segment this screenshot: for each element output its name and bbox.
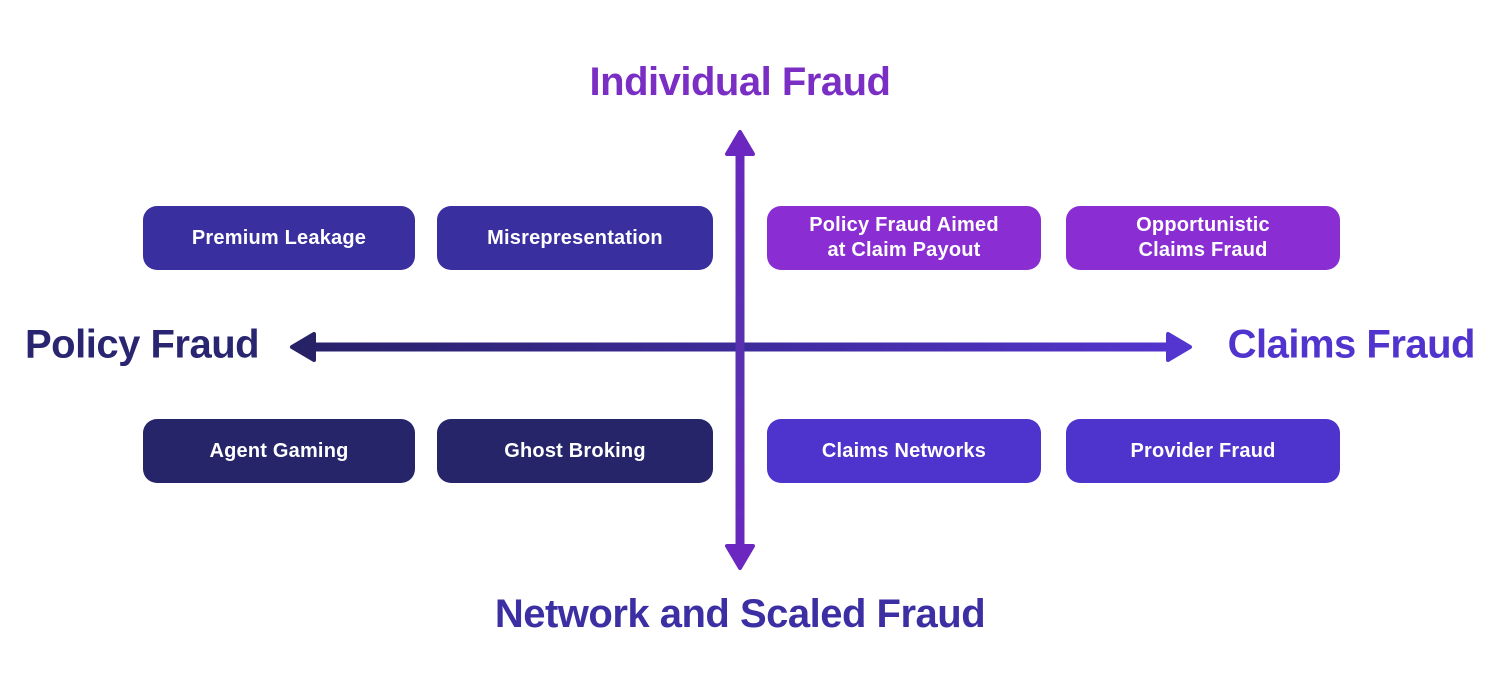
left-arrowhead-icon	[290, 332, 316, 362]
box-agent-gaming: Agent Gaming	[143, 419, 415, 483]
right-arrowhead-icon	[1166, 332, 1192, 362]
axis-label-individual-fraud: Individual Fraud	[589, 60, 891, 104]
box-policy-fraud-aimed-at-claim-payout: Policy Fraud Aimed at Claim Payout	[767, 206, 1041, 270]
box-claims-networks: Claims Networks	[767, 419, 1041, 483]
box-premium-leakage: Premium Leakage	[143, 206, 415, 270]
vertical-axis-arrow	[725, 130, 755, 570]
box-opportunistic-claims-fraud: Opportunistic Claims Fraud	[1066, 206, 1340, 270]
down-arrowhead-icon	[725, 544, 755, 570]
box-provider-fraud: Provider Fraud	[1066, 419, 1340, 483]
axis-label-policy-fraud: Policy Fraud	[25, 322, 260, 367]
up-arrowhead-icon	[725, 130, 755, 156]
box-ghost-broking: Ghost Broking	[437, 419, 713, 483]
box-misrepresentation: Misrepresentation	[437, 206, 713, 270]
axis-label-network-and-scaled-fraud: Network and Scaled Fraud	[494, 592, 986, 636]
axis-label-claims-fraud: Claims Fraud	[1227, 322, 1476, 367]
